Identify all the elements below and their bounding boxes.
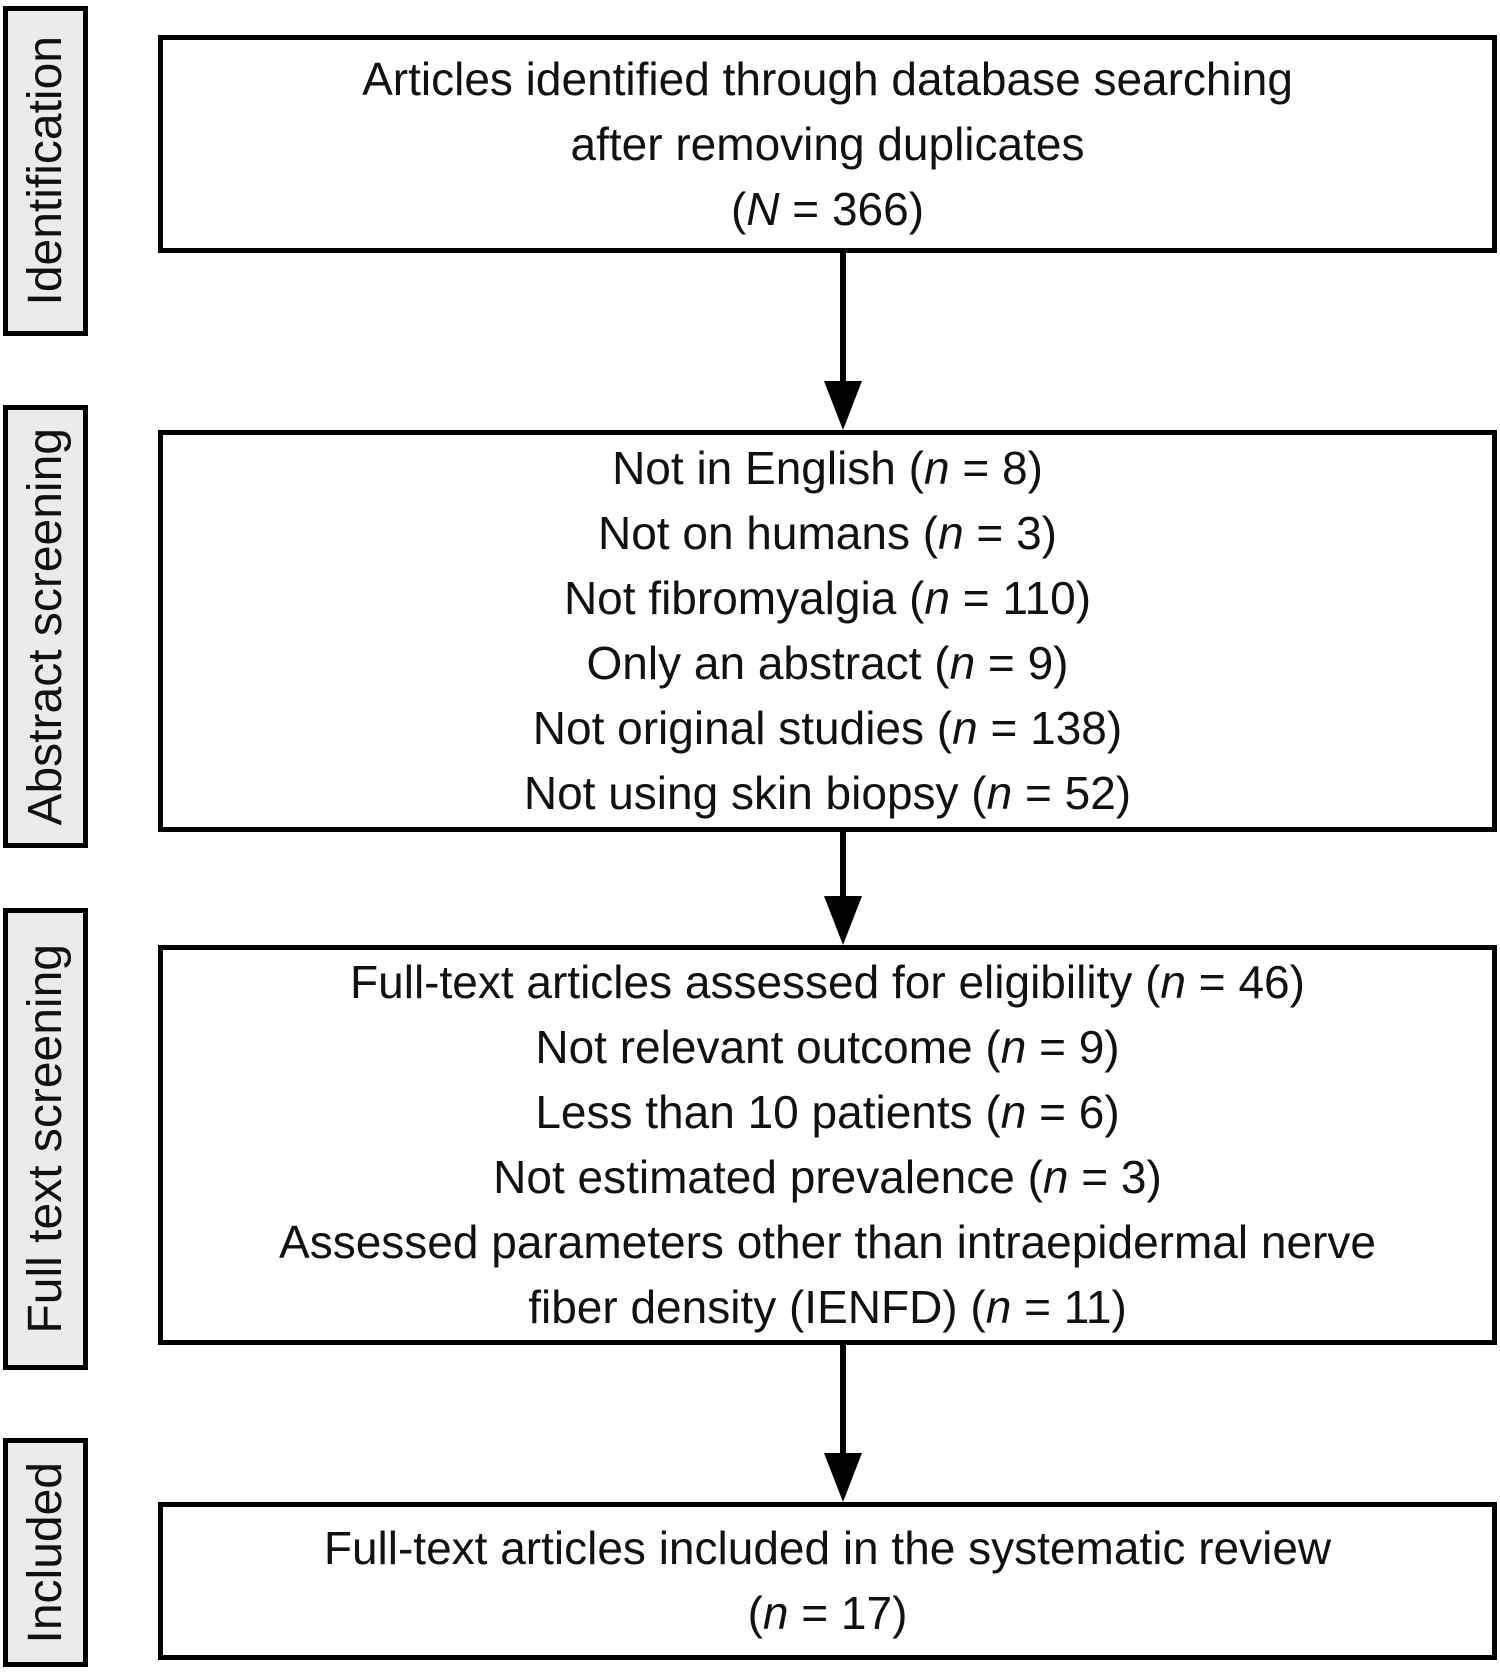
box-line: Not fibromyalgia (n = 110) [563,572,1092,624]
flow-arrow-2 [823,832,863,945]
arrow-shaft [840,253,846,386]
box-line: Articles identified through database sea… [362,52,1293,105]
box-line: Assessed parameters other than intraepid… [279,1216,1376,1268]
box-line: (n = 17) [747,1587,908,1639]
box-line: Not estimated prevalence (n = 3) [493,1151,1162,1203]
arrow-head-icon [824,896,862,945]
stage-label-abstract-screening: Abstract screening [18,427,72,826]
flow-box-abstract-screening-exclusions: Not in English (n = 8) Not on humans (n =… [158,430,1497,832]
box-line: (N = 366) [730,182,925,235]
box-line: Not on humans (n = 3) [598,507,1057,559]
box-line: Full-text articles included in the syste… [323,1522,1332,1574]
stage-label-included: Included [18,1461,72,1644]
stage-bar-abstract-screening: Abstract screening [3,405,88,848]
stage-bar-included: Included [3,1438,88,1667]
arrow-shaft [840,832,846,901]
arrow-shaft [840,1345,846,1458]
box-line: Less than 10 patients (n = 6) [535,1086,1120,1138]
box-line: fiber density (IENFD) (n = 11) [528,1281,1127,1333]
box-line: Not in English (n = 8) [612,442,1043,494]
flow-box-identification: Articles identified through database sea… [158,35,1497,253]
flow-box-full-text-screening: Full-text articles assessed for eligibil… [158,945,1497,1345]
stage-label-full-text-screening: Full text screening [18,944,72,1334]
arrow-head-icon [824,1453,862,1502]
stage-bar-identification: Identification [3,6,88,336]
stage-bar-full-text-screening: Full text screening [3,908,88,1370]
box-line: Not relevant outcome (n = 9) [535,1021,1120,1073]
stage-label-identification: Identification [18,36,72,306]
box-line: Only an abstract (n = 9) [586,637,1069,689]
flow-arrow-1 [823,253,863,430]
flow-box-included: Full-text articles included in the syste… [158,1502,1497,1660]
box-line: Not original studies (n = 138) [532,702,1123,754]
flow-arrow-3 [823,1345,863,1502]
box-line: Not using skin biopsy (n = 52) [523,767,1132,819]
box-line: after removing duplicates [570,117,1085,170]
box-line: Full-text articles assessed for eligibil… [350,956,1305,1008]
arrow-head-icon [824,381,862,430]
